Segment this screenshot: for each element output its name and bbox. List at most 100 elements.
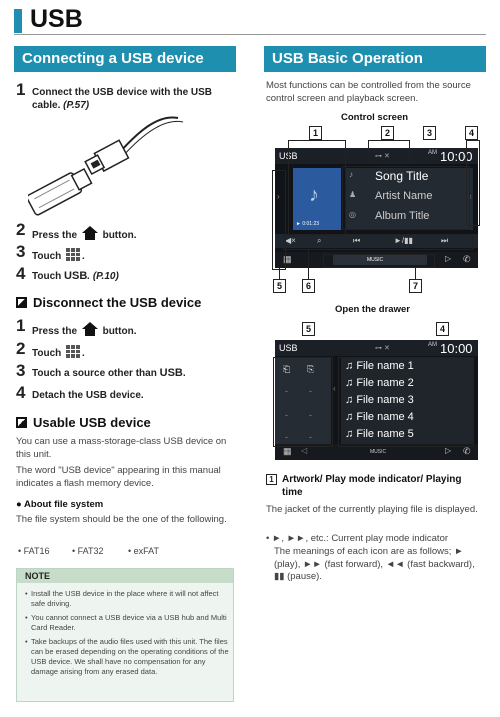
step-label: Touch (32, 251, 62, 262)
grid-menu-icon (66, 248, 81, 261)
step-number: 2 (16, 339, 26, 358)
title-divider (14, 34, 486, 35)
step-text: Touch . (32, 248, 237, 263)
highlight-status (368, 140, 410, 164)
back-icon[interactable]: ▷ (445, 254, 452, 263)
step-label: Touch a source other than (32, 368, 157, 379)
phone-icon[interactable]: ✆ (463, 254, 471, 264)
highlight-right-edge (466, 140, 480, 226)
note-item: •Take backups of the audio files used wi… (25, 637, 229, 676)
page-reference: . (P.10) (87, 271, 119, 282)
callout-leader (308, 250, 309, 279)
phone-icon[interactable]: ✆ (463, 446, 471, 456)
note-box: NOTE •Install the USB device in the plac… (16, 568, 234, 702)
highlight-file-list (338, 357, 474, 447)
callout-3: 3 (423, 126, 436, 140)
intro-paragraph: Most functions can be controlled from th… (266, 80, 471, 104)
step-label-end: . (82, 251, 85, 262)
caption-title: Artwork/ Play mode indicator/ Playing ti… (282, 474, 462, 498)
usb-source-name: USB (159, 367, 183, 379)
step-label-end: . (82, 348, 85, 359)
step-label-end: button. (102, 326, 137, 337)
right-arrow-icon[interactable]: ‹ (469, 192, 472, 201)
file-name: File name 4 (356, 411, 414, 423)
step-number: 4 (16, 264, 26, 283)
heading-text: Disconnect the USB device (33, 295, 202, 310)
callout-7: 7 (409, 279, 422, 293)
step-label-end: . (182, 368, 186, 379)
music-source-tab[interactable]: MUSIC (333, 255, 427, 265)
heading-text: Usable USB device (33, 415, 151, 430)
caption-bullet-2: The meanings of each icon are as follows… (274, 546, 475, 582)
mute-icon[interactable]: ◀× (285, 236, 296, 245)
file-item[interactable]: ♫ File name 1 (345, 360, 414, 372)
drawer-slot[interactable]: - (309, 386, 312, 396)
album-artwork[interactable]: ♪ ► 0:01:23 (293, 168, 341, 230)
file-item[interactable]: ♫ File name 5 (345, 428, 414, 440)
callout-5: 5 (302, 322, 315, 336)
step-text: Touch . (32, 345, 237, 360)
drawer-slot[interactable]: - (285, 386, 288, 396)
title-accent-bar (14, 9, 22, 33)
drawer-slot[interactable]: - (285, 432, 288, 442)
file-item[interactable]: ♫ File name 3 (345, 394, 414, 406)
file-item[interactable]: ♫ File name 2 (345, 377, 414, 389)
drawer-open-arrow-icon[interactable]: › (277, 192, 280, 201)
step-label: Connect the USB device with the USB cabl… (32, 87, 213, 111)
callout-6: 6 (302, 279, 315, 293)
clock: 10:00 (440, 341, 473, 356)
caption-bullet-1: • ►, ►►, etc.: Current play mode indicat… (266, 533, 449, 544)
status-bar (275, 340, 478, 356)
left-arrow-icon[interactable]: ◁ (301, 446, 308, 455)
open-drawer-label: Open the drawer (335, 304, 410, 315)
note-text: You cannot connect a USB device via a US… (31, 613, 227, 632)
file-name: File name 2 (356, 377, 414, 389)
note-item: •Install the USB device in the place whe… (25, 589, 219, 608)
callout-1: 1 (309, 126, 322, 140)
note-item: •You cannot connect a USB device via a U… (25, 613, 227, 632)
step-number: 3 (16, 361, 26, 380)
step-number: 4 (16, 383, 26, 402)
step-text: Connect the USB device with the USB cabl… (32, 86, 232, 112)
music-note-icon: ♪ (309, 184, 319, 206)
note-heading: NOTE (17, 569, 233, 583)
drawer-slot[interactable]: - (309, 410, 312, 420)
drawer-close-arrow-icon[interactable]: ‹ (333, 384, 336, 393)
caption-text: The jacket of the currently playing file… (266, 504, 478, 515)
drawer-slot[interactable]: - (309, 432, 312, 442)
page-reference: (P.57) (63, 100, 90, 111)
song-title: Song Title (375, 169, 429, 183)
track-info-panel (345, 168, 473, 230)
step-number: 1 (16, 80, 26, 99)
folder-up-icon[interactable]: ⎗ (283, 364, 291, 374)
music-tab-label: MUSIC (367, 257, 384, 263)
step-number: 2 (16, 220, 26, 239)
previous-icon[interactable]: ⏮ (353, 236, 361, 245)
status-bar (275, 148, 478, 164)
fs-fat16: • FAT16 (18, 546, 50, 556)
menu-grid-icon[interactable]: ▦ (283, 254, 292, 264)
play-time: ► 0:01:23 (296, 221, 319, 227)
play-pause-icon[interactable]: ►/▮▮ (394, 236, 413, 245)
file-name: File name 1 (356, 360, 414, 372)
back-icon[interactable]: ▷ (445, 446, 452, 455)
folder-icon[interactable]: ⎘ (307, 364, 315, 374)
search-icon[interactable]: ⌕ (317, 236, 322, 245)
usb-basic-operation-heading: USB Basic Operation (264, 46, 486, 72)
callout-4: 4 (465, 126, 478, 140)
highlight-track-info (342, 166, 470, 230)
music-tab-label: MUSIC (370, 449, 387, 455)
home-icon (81, 226, 98, 240)
menu-grid-icon[interactable]: ▦ (283, 446, 292, 456)
file-item[interactable]: ♫ File name 4 (345, 411, 414, 423)
highlight-artwork (288, 140, 346, 236)
callout-leader (279, 268, 280, 279)
highlight-left-edge (272, 170, 286, 270)
album-icon: ◎ (349, 210, 356, 219)
file-name: File name 5 (356, 428, 414, 440)
step-number: 1 (16, 316, 26, 335)
drawer-slot[interactable]: - (285, 410, 288, 420)
playback-controls (275, 234, 478, 248)
next-icon[interactable]: ⏭ (441, 236, 449, 245)
file-list (341, 358, 473, 444)
